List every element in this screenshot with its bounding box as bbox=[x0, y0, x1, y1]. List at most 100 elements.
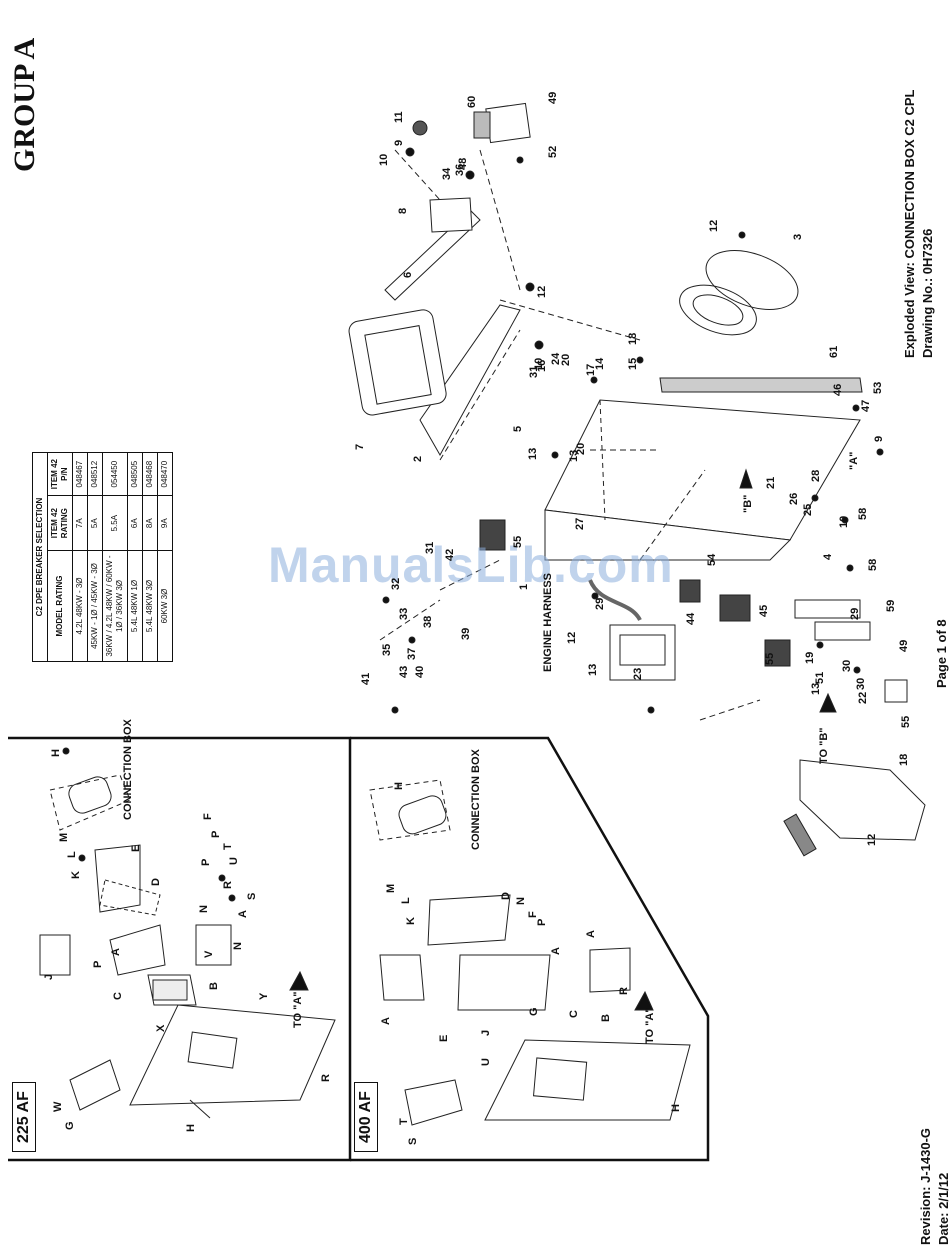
part-callout-26: 26 bbox=[788, 492, 800, 505]
part-callout-61: 61 bbox=[828, 345, 840, 358]
inset-400-label: 400 AF bbox=[354, 1082, 378, 1152]
letter-callout-L: L bbox=[66, 851, 78, 858]
part-callout-3: 3 bbox=[792, 233, 804, 240]
part-callout-46: 46 bbox=[832, 383, 844, 396]
part-callout-58: 58 bbox=[857, 507, 869, 520]
part-callout-58: 58 bbox=[867, 558, 879, 571]
table-header: MODEL RATING bbox=[47, 550, 73, 662]
part-callout-19: 19 bbox=[804, 651, 816, 664]
part-callout-7: 7 bbox=[354, 443, 366, 450]
part-callout-20: 20 bbox=[575, 442, 587, 455]
cell: 9A bbox=[157, 495, 173, 551]
letter-callout-A: A bbox=[110, 948, 122, 956]
letter-callout-Y: Y bbox=[258, 992, 270, 1000]
part-callout-6: 6 bbox=[402, 271, 414, 278]
cell: 054450 bbox=[102, 452, 128, 496]
letter-callout-N: N bbox=[198, 905, 210, 913]
cell: 45KW - 1Ø / 45KW - 3Ø bbox=[87, 550, 103, 662]
letter-callout-K: K bbox=[405, 917, 417, 925]
part-callout-43: 43 bbox=[398, 665, 410, 678]
revision-label: Revision: J-1430-G bbox=[918, 1127, 933, 1245]
letter-callout-E: E bbox=[438, 1034, 450, 1042]
letter-callout-P: P bbox=[210, 830, 222, 838]
cell: 6A bbox=[127, 495, 143, 551]
part-callout-55: 55 bbox=[764, 652, 776, 665]
letter-callout-W: W bbox=[52, 1101, 64, 1112]
part-callout-48: 48 bbox=[457, 157, 469, 170]
part-callout-42: 42 bbox=[444, 548, 456, 561]
connection-box-label-225: CONNECTION BOX bbox=[122, 719, 134, 820]
letter-callout-A: A bbox=[585, 930, 597, 938]
callout-a: "A" bbox=[848, 451, 860, 470]
part-callout-35: 35 bbox=[381, 643, 393, 656]
part-callout-52: 52 bbox=[547, 145, 559, 158]
letter-callout-H: H bbox=[670, 1104, 682, 1112]
letter-callout-N: N bbox=[232, 942, 244, 950]
part-callout-15: 15 bbox=[627, 357, 639, 370]
letter-callout-L: L bbox=[400, 897, 412, 904]
main-drawing bbox=[289, 102, 926, 1011]
letter-callout-G: G bbox=[528, 1007, 540, 1016]
letter-callout-G: G bbox=[64, 1121, 76, 1130]
part-callout-30: 30 bbox=[841, 659, 853, 672]
inset-225-drawing bbox=[39, 747, 336, 1119]
part-callout-13: 13 bbox=[810, 682, 822, 695]
letter-callout-D: D bbox=[150, 878, 162, 886]
part-callout-8: 8 bbox=[397, 207, 409, 214]
cell: 60KW 3Ø bbox=[157, 550, 173, 662]
part-callout-1: 1 bbox=[518, 583, 530, 590]
letter-callout-S: S bbox=[246, 892, 258, 900]
part-callout-32: 32 bbox=[390, 577, 402, 590]
letter-callout-V: V bbox=[203, 950, 215, 958]
letter-callout-M: M bbox=[385, 883, 397, 893]
engine-harness-label: ENGINE HARNESS bbox=[542, 572, 554, 672]
part-callout-10: 10 bbox=[378, 153, 390, 166]
inset-400-drawing bbox=[369, 779, 691, 1126]
part-callout-11: 11 bbox=[393, 111, 405, 123]
part-callout-37: 37 bbox=[406, 647, 418, 660]
letter-callout-T: T bbox=[222, 843, 234, 850]
letter-callout-A: A bbox=[237, 910, 249, 918]
part-callout-4: 4 bbox=[822, 553, 834, 560]
letter-callout-A: A bbox=[550, 947, 562, 955]
cell: 5.4L 48KW 3Ø bbox=[142, 550, 158, 662]
part-callout-38: 38 bbox=[422, 615, 434, 628]
part-callout-31: 31 bbox=[528, 365, 540, 378]
part-callout-30: 30 bbox=[855, 677, 867, 690]
cell: 4.2L 48KW - 3Ø bbox=[72, 550, 88, 662]
letter-callout-C: C bbox=[112, 992, 124, 1000]
part-callout-39: 39 bbox=[460, 627, 472, 640]
exploded-view-title: Exploded View: CONNECTION BOX C2 CPL bbox=[902, 89, 917, 358]
cell: 7A bbox=[72, 495, 88, 551]
letter-callout-C: C bbox=[568, 1010, 580, 1018]
part-callout-27: 27 bbox=[574, 517, 586, 530]
letter-callout-P: P bbox=[200, 858, 212, 866]
letter-callout-R: R bbox=[222, 881, 234, 889]
part-callout-59: 59 bbox=[885, 599, 897, 612]
letter-callout-M: M bbox=[58, 832, 70, 842]
part-callout-41: 41 bbox=[360, 672, 372, 685]
breaker-selection-table: C2 DPE BREAKER SELECTION MODEL RATING IT… bbox=[32, 452, 238, 662]
letter-callout-J: J bbox=[43, 973, 55, 980]
part-callout-13: 13 bbox=[527, 447, 539, 460]
cell: 36KW / 4.2L 48KW / 60KW - 1Ø / 36KW 3Ø bbox=[102, 550, 128, 662]
part-callout-24: 24 bbox=[550, 352, 562, 365]
part-callout-49: 49 bbox=[547, 91, 559, 104]
letter-callout-D: D bbox=[500, 892, 512, 900]
table-title: C2 DPE BREAKER SELECTION bbox=[32, 452, 48, 662]
letter-callout-P: P bbox=[536, 918, 548, 926]
part-callout-31: 31 bbox=[424, 541, 436, 554]
page-number: Page 1 of 8 bbox=[934, 619, 949, 688]
letter-callout-S: S bbox=[407, 1137, 419, 1145]
part-callout-55: 55 bbox=[512, 535, 524, 548]
table-header: ITEM 42 RATING bbox=[47, 495, 73, 551]
letter-callout-U: U bbox=[480, 1058, 492, 1066]
part-callout-13: 13 bbox=[587, 663, 599, 676]
letter-callout-K: K bbox=[70, 871, 82, 879]
letter-callout-U: U bbox=[228, 857, 240, 865]
cell: 048505 bbox=[127, 452, 143, 496]
part-callout-28: 28 bbox=[810, 469, 822, 482]
